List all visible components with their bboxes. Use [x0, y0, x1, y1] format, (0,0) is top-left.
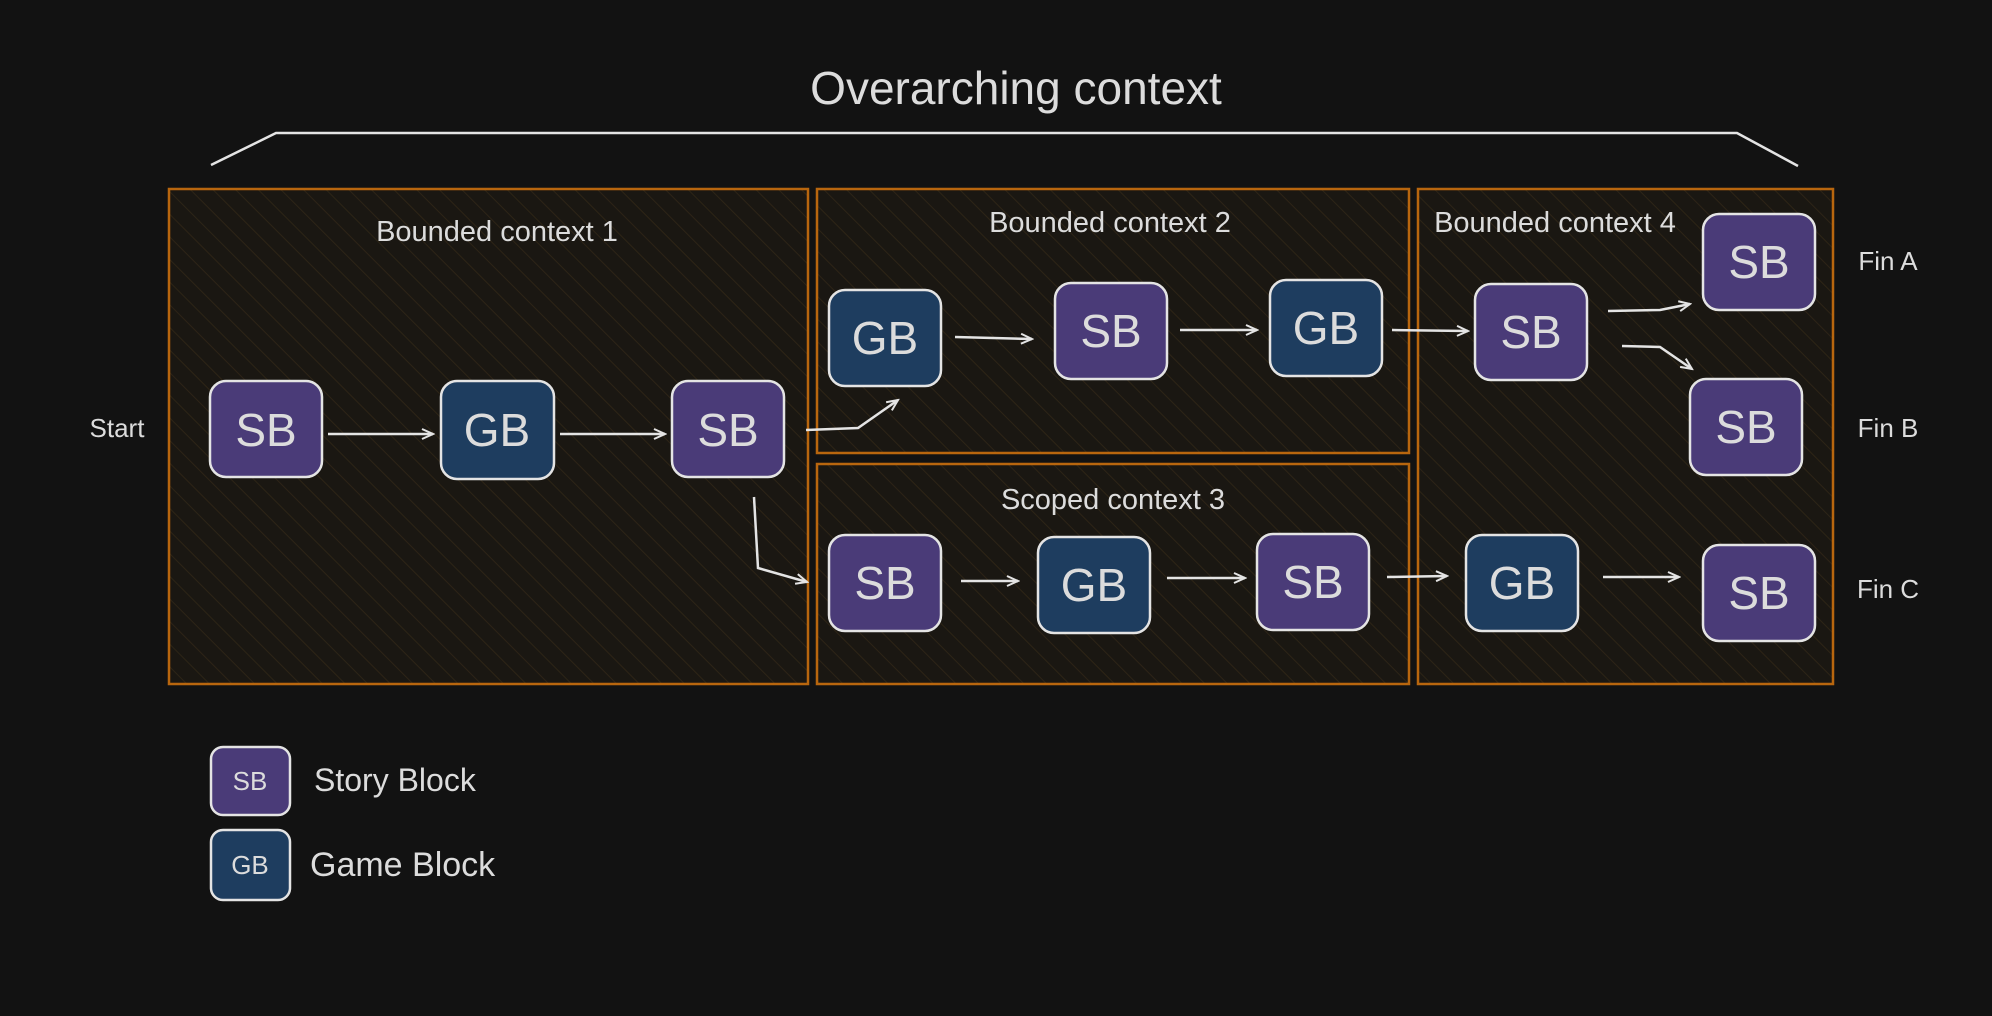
game-block: GB: [1464, 533, 1580, 633]
fin-b-label: Fin B: [1858, 413, 1919, 443]
arrow-sb4-finb: [1621, 344, 1692, 369]
arrow-sb6-gb5: [1386, 576, 1447, 577]
story-block: SB: [1701, 543, 1817, 643]
story-block: SB: [1701, 212, 1817, 312]
block-label: SB: [1500, 306, 1561, 358]
block-label: SB: [1715, 401, 1776, 453]
block-label: GB: [464, 404, 530, 456]
story-block: SB: [1053, 281, 1169, 381]
game-block: GB: [439, 379, 556, 481]
legend-story-abbr: SB: [233, 766, 268, 796]
block-label: SB: [1728, 236, 1789, 288]
block-label: SB: [235, 404, 296, 456]
legend-story-item: SB Story Block: [209, 745, 477, 817]
block-label: GB: [1061, 559, 1127, 611]
block-label: SB: [1080, 305, 1141, 357]
arrow-sb4-fina: [1607, 304, 1690, 313]
legend-game-label: Game Block: [310, 846, 496, 884]
story-block: SB: [1473, 282, 1589, 382]
flow-arrows: [328, 304, 1692, 582]
block-label: GB: [852, 312, 918, 364]
diagram-title: Overarching context: [810, 62, 1222, 114]
story-block: SB: [670, 379, 786, 479]
block-label: SB: [1728, 567, 1789, 619]
legend-story-label: Story Block: [314, 762, 477, 798]
arrow-sb2-sc3: [752, 496, 807, 582]
block-label: SB: [697, 404, 758, 456]
game-block: GB: [1036, 535, 1152, 635]
block-label: GB: [1489, 557, 1555, 609]
block-label: SB: [1282, 556, 1343, 608]
legend-game-swatch: [209, 828, 292, 902]
story-block: SB: [827, 533, 943, 633]
legend-game-item: GB Game Block: [209, 828, 496, 902]
fin-a-label: Fin A: [1858, 246, 1918, 276]
overarching-brace: [210, 131, 1799, 168]
legend-game-abbr: GB: [231, 850, 269, 880]
legend-story-swatch: [209, 745, 292, 817]
arrow-gb3-sb4: [1391, 330, 1468, 331]
fin-c-label: Fin C: [1857, 574, 1919, 604]
bounded-context-2-label: Bounded context 2: [989, 207, 1231, 239]
story-block: SB: [1688, 377, 1804, 477]
start-label: Start: [90, 413, 146, 443]
game-block: GB: [1268, 278, 1384, 378]
story-block: SB: [1255, 532, 1371, 632]
bounded-context-1-label: Bounded context 1: [376, 216, 618, 248]
legend: SB Story Block GB Game Block: [209, 745, 496, 902]
scoped-context-3-label: Scoped context 3: [1001, 484, 1225, 516]
arrow-sb2-bc2: [805, 400, 898, 432]
block-label: GB: [1293, 302, 1359, 354]
story-block: SB: [208, 379, 324, 479]
game-block: GB: [827, 288, 943, 388]
bounded-context-4-label: Bounded context 4: [1434, 207, 1676, 239]
block-label: SB: [854, 557, 915, 609]
arrow-bc2-gb2-sb3: [954, 337, 1032, 339]
